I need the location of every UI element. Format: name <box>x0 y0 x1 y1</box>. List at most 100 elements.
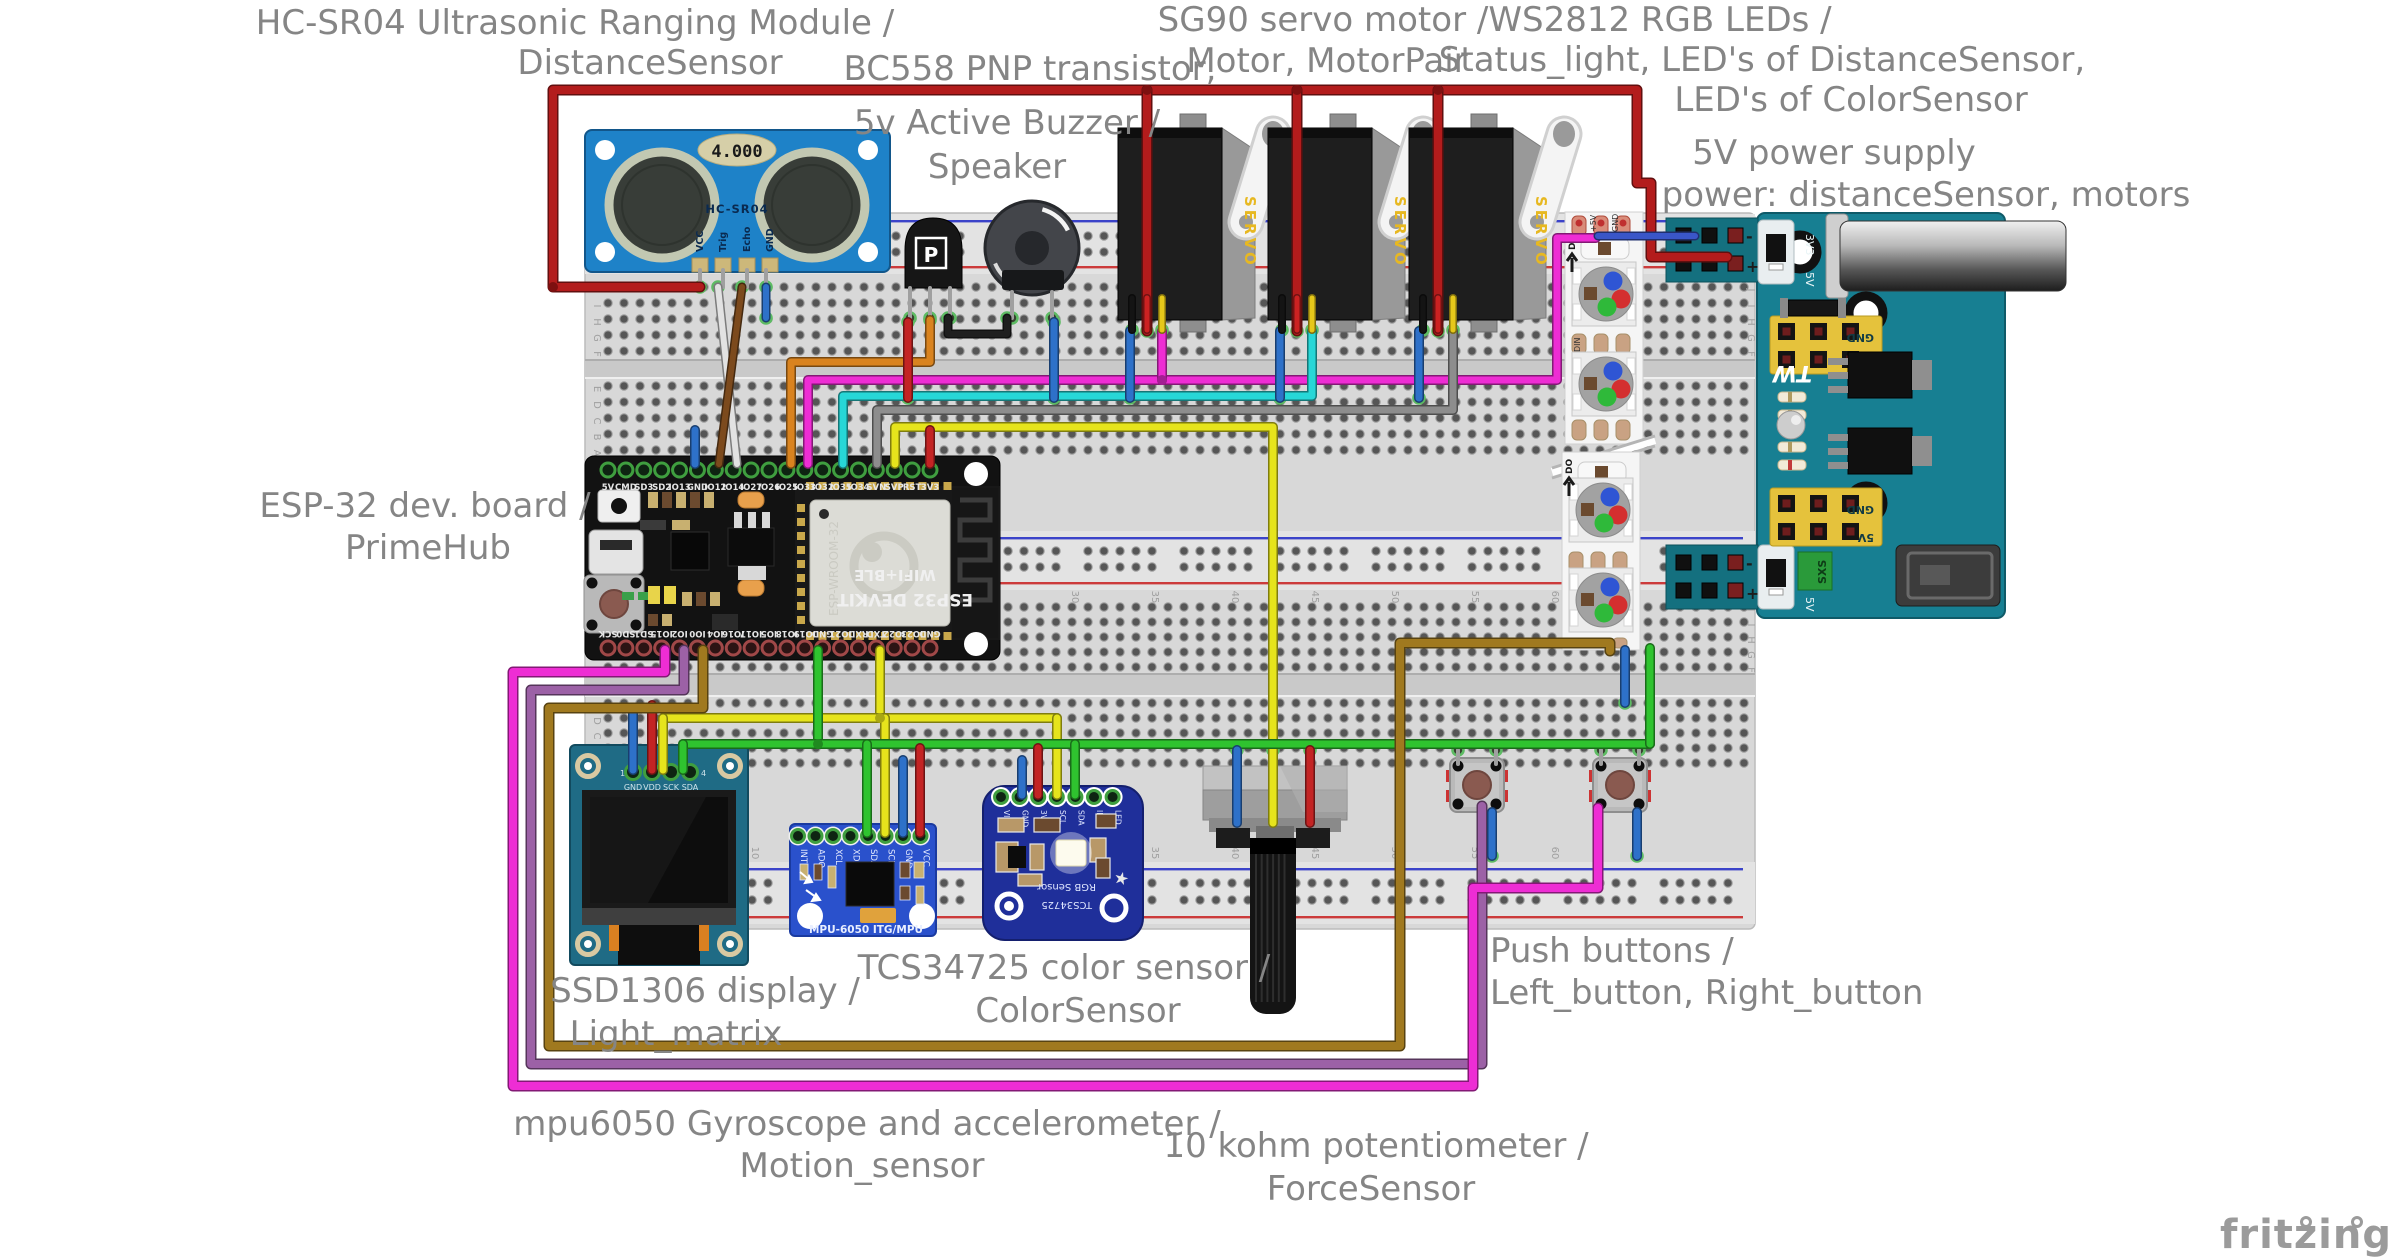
module-pad <box>906 632 914 640</box>
hole <box>699 445 709 455</box>
mpu6050-caption: MPU-6050 ITG/MPU <box>809 924 923 936</box>
v-label: +5V <box>1589 214 1598 232</box>
hole <box>1435 397 1445 407</box>
hole <box>1243 713 1253 723</box>
led-blue <box>1603 361 1623 381</box>
hole <box>1547 445 1557 455</box>
hole <box>1515 617 1525 627</box>
annotation: SSD1306 display /Light_matrix <box>550 971 860 1054</box>
hole <box>1067 282 1077 292</box>
wire-junction <box>1292 85 1302 95</box>
hole <box>1483 346 1493 356</box>
esp32-pin-label: SD3 <box>634 483 653 493</box>
hole <box>763 330 773 340</box>
hole <box>651 330 661 340</box>
hole <box>1451 602 1461 612</box>
hole <box>939 445 949 455</box>
hole <box>1019 413 1029 423</box>
hole <box>1691 632 1701 642</box>
wroom-logo <box>849 531 919 601</box>
hole <box>1211 330 1221 340</box>
hole <box>1675 298 1685 308</box>
hole <box>1659 346 1669 356</box>
esp32-title: ESP32 DEVKIT <box>837 589 973 609</box>
hole <box>1003 562 1013 572</box>
hole <box>843 330 853 340</box>
annotation: 5v Active Buzzer /Speaker <box>854 103 1161 187</box>
hole <box>827 445 837 455</box>
hole <box>1211 647 1221 657</box>
resistor-stripe <box>1788 442 1792 452</box>
hole <box>1435 728 1445 738</box>
esp32-pin-top <box>599 461 617 479</box>
hole <box>955 298 965 308</box>
connector-chip <box>1598 242 1611 255</box>
hole <box>683 346 693 356</box>
sxs-label: SXS <box>1816 560 1829 584</box>
hole <box>1739 743 1749 753</box>
hole <box>1211 662 1221 672</box>
hole <box>1675 632 1685 642</box>
hole <box>1739 617 1749 627</box>
hole <box>859 413 869 423</box>
esp32-pin-label: SD0 <box>616 628 635 638</box>
hole <box>1131 562 1141 572</box>
hole <box>1323 602 1333 612</box>
hole <box>1675 878 1685 888</box>
hole <box>1659 330 1669 340</box>
hole <box>1659 647 1669 657</box>
servo-horn <box>1521 118 1580 238</box>
hole <box>619 397 629 407</box>
column-number: 40 <box>1229 591 1240 604</box>
hole <box>1067 346 1077 356</box>
diode-lead <box>1780 298 1788 318</box>
hole <box>1147 895 1157 905</box>
wire-yellow <box>891 423 1277 827</box>
hole <box>1339 662 1349 672</box>
led-blue <box>1603 271 1623 291</box>
button-pin <box>1452 798 1464 810</box>
hole <box>1483 413 1493 423</box>
hole <box>971 413 981 423</box>
tcs34725-pin <box>1086 789 1102 805</box>
hole <box>1563 758 1573 768</box>
hole <box>1323 562 1333 572</box>
annotation-text: 10 kohm potentiometer / <box>1163 1126 1589 1166</box>
hole <box>763 346 773 356</box>
hole <box>619 429 629 439</box>
hole <box>1419 647 1429 657</box>
hole <box>667 314 677 324</box>
hole <box>1739 429 1749 439</box>
regulator-leg <box>1828 462 1848 469</box>
resistor-stripe <box>1788 392 1792 402</box>
esp32-pin-label: GND <box>919 628 940 638</box>
hole <box>1643 602 1653 612</box>
hole <box>1243 662 1253 672</box>
output-pin-center <box>1814 355 1823 364</box>
hole <box>1419 878 1429 888</box>
button-pin <box>630 577 642 589</box>
hole <box>1115 662 1125 672</box>
hole <box>1723 617 1733 627</box>
hole <box>1179 647 1189 657</box>
hole <box>939 895 949 905</box>
output-pin-center <box>1814 527 1823 536</box>
hole <box>747 728 757 738</box>
output-pin-center <box>1814 327 1823 336</box>
hole <box>635 445 645 455</box>
hole <box>1515 647 1525 657</box>
esp32-pin-top <box>742 461 760 479</box>
hole <box>1387 330 1397 340</box>
hole <box>603 346 613 356</box>
hole <box>779 330 789 340</box>
hole <box>1371 713 1381 723</box>
switch-notch <box>1768 263 1784 271</box>
regulator-leg <box>748 512 756 528</box>
hole <box>763 445 773 455</box>
hole <box>699 330 709 340</box>
pin-number: 4 <box>701 769 706 778</box>
hole <box>1099 662 1109 672</box>
hole <box>1419 758 1429 768</box>
hole <box>1691 314 1701 324</box>
led-red <box>1608 505 1628 525</box>
